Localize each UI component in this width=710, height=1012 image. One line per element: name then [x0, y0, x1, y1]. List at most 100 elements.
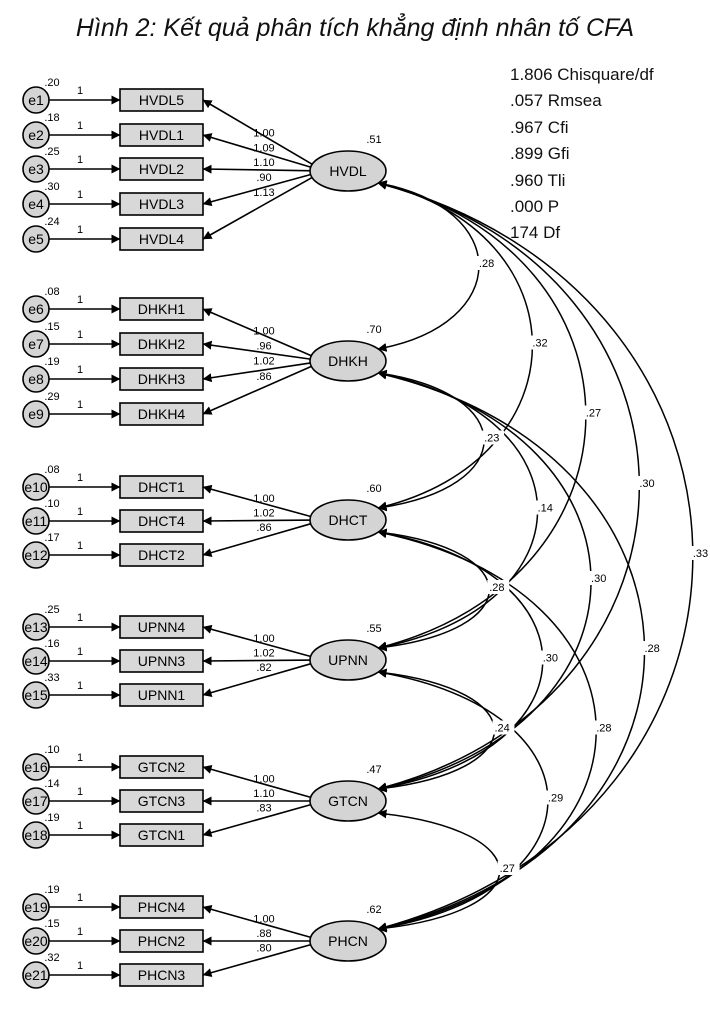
error-term-node [22, 893, 50, 921]
observed-variable-box [119, 88, 204, 112]
fit-stat-line: 174 Df [510, 223, 561, 243]
error-path-weight: 1 [77, 85, 83, 97]
covariance-label: .30 [639, 478, 654, 490]
error-term-label: e14 [24, 653, 48, 669]
error-term-label: e5 [28, 231, 44, 247]
covariance-label-bg [492, 720, 515, 735]
covariance-label-bg [589, 571, 612, 585]
fit-stat-line: .000 P [510, 197, 560, 217]
factor-loading-label: 1.02 [253, 507, 274, 519]
error-term-label: e9 [28, 406, 44, 422]
observed-variable-label: DHCT2 [138, 547, 185, 563]
error-path-weight: 1 [77, 892, 83, 904]
fit-stat-line: .967 Cfi [510, 117, 569, 137]
error-path-weight: 1 [77, 506, 83, 518]
latent-factor-node [309, 920, 387, 962]
error-variance-label: .17 [44, 532, 59, 544]
loading-path [202, 361, 315, 383]
error-term-node [22, 507, 50, 535]
error-variance-label: .19 [44, 884, 59, 896]
loading-path [202, 904, 315, 940]
error-path-weight: 1 [77, 294, 83, 306]
covariance-arc [377, 369, 485, 512]
observed-variable-box [119, 367, 204, 391]
error-path-weight: 1 [77, 224, 83, 236]
observed-variable-box [119, 509, 204, 533]
error-path-weight: 1 [77, 364, 83, 376]
covariance-label-bg [535, 500, 558, 515]
observed-variable-label: DHKH3 [138, 371, 186, 387]
error-path-weight: 1 [77, 646, 83, 658]
covariance-label-bg [497, 861, 520, 875]
loading-path [202, 624, 315, 659]
error-path-weight: 1 [77, 960, 83, 972]
factor-loading-label: 1.00 [253, 913, 274, 925]
factor-loading-label: 1.10 [253, 788, 274, 800]
covariance-label: .32 [532, 338, 547, 350]
error-term-label: e2 [28, 127, 44, 143]
factor-loading-label: 1.13 [253, 187, 274, 199]
fit-stat-line: 1.806 Chisquare/df [510, 65, 654, 84]
error-path-weight: 1 [77, 120, 83, 132]
error-term-label: e3 [28, 161, 44, 177]
observed-variable-label: GTCN2 [138, 759, 186, 775]
observed-variable-box [119, 402, 204, 426]
fit-stat-line: .057 Rmsea [510, 91, 602, 111]
loading-path [202, 802, 315, 838]
latent-factor-node [309, 150, 387, 192]
error-variance-label: .18 [44, 112, 59, 124]
loading-path [202, 364, 315, 415]
error-term-label: e8 [28, 371, 44, 387]
observed-variable-box [119, 227, 204, 251]
error-term-node [22, 330, 50, 358]
error-term-node [22, 753, 50, 781]
covariance-label: .14 [538, 503, 553, 515]
fit-stat-line: .899 Gfi [510, 144, 570, 164]
error-variance-label: .20 [44, 77, 59, 89]
error-term-label: e11 [25, 513, 48, 529]
error-term-node [22, 295, 50, 323]
observed-variable-box [119, 929, 204, 953]
latent-factor-label: GTCN [328, 793, 368, 809]
error-term-node [22, 365, 50, 393]
error-term-node [22, 400, 50, 428]
error-path-weight: 1 [77, 752, 83, 764]
latent-factor-node [309, 780, 387, 822]
loading-path [202, 340, 315, 361]
latent-factor-label: DHCT [329, 512, 368, 528]
error-term-node [22, 927, 50, 955]
factor-loading-label: 1.00 [253, 773, 274, 785]
error-path-weight: 1 [77, 680, 83, 692]
error-path-weight: 1 [77, 329, 83, 341]
observed-variable-label: PHCN4 [138, 899, 186, 915]
covariance-label: .27 [500, 863, 515, 875]
observed-variable-box [119, 683, 204, 707]
factor-loading-label: .96 [256, 341, 271, 353]
covariance-label-bg [594, 720, 617, 735]
factor-loading-label: 1.02 [253, 647, 274, 659]
observed-variable-label: HVDL3 [139, 196, 184, 212]
error-variance-label: .08 [44, 286, 59, 298]
error-variance-label: .14 [44, 778, 59, 790]
observed-variable-box [119, 157, 204, 181]
error-variance-label: .15 [44, 321, 59, 333]
covariance-label: .28 [645, 643, 660, 655]
observed-variable-box [119, 192, 204, 216]
error-term-node [22, 155, 50, 183]
factor-loading-label: 1.00 [253, 493, 274, 505]
covariance-label-bg [482, 430, 505, 445]
error-variance-label: .25 [44, 604, 59, 616]
covariance-label: .29 [548, 793, 563, 805]
factor-loading-label: .88 [256, 928, 271, 940]
factor-variance-label: .55 [366, 623, 381, 635]
fit-stat-line: .960 Tli [510, 170, 566, 190]
error-path-weight: 1 [77, 154, 83, 166]
covariance-label: .23 [484, 433, 499, 445]
error-term-label: e16 [24, 759, 48, 775]
covariance-arc [377, 180, 480, 352]
observed-variable-label: HVDL1 [139, 127, 184, 143]
observed-variable-label: GTCN3 [138, 793, 186, 809]
loading-path [202, 662, 315, 697]
